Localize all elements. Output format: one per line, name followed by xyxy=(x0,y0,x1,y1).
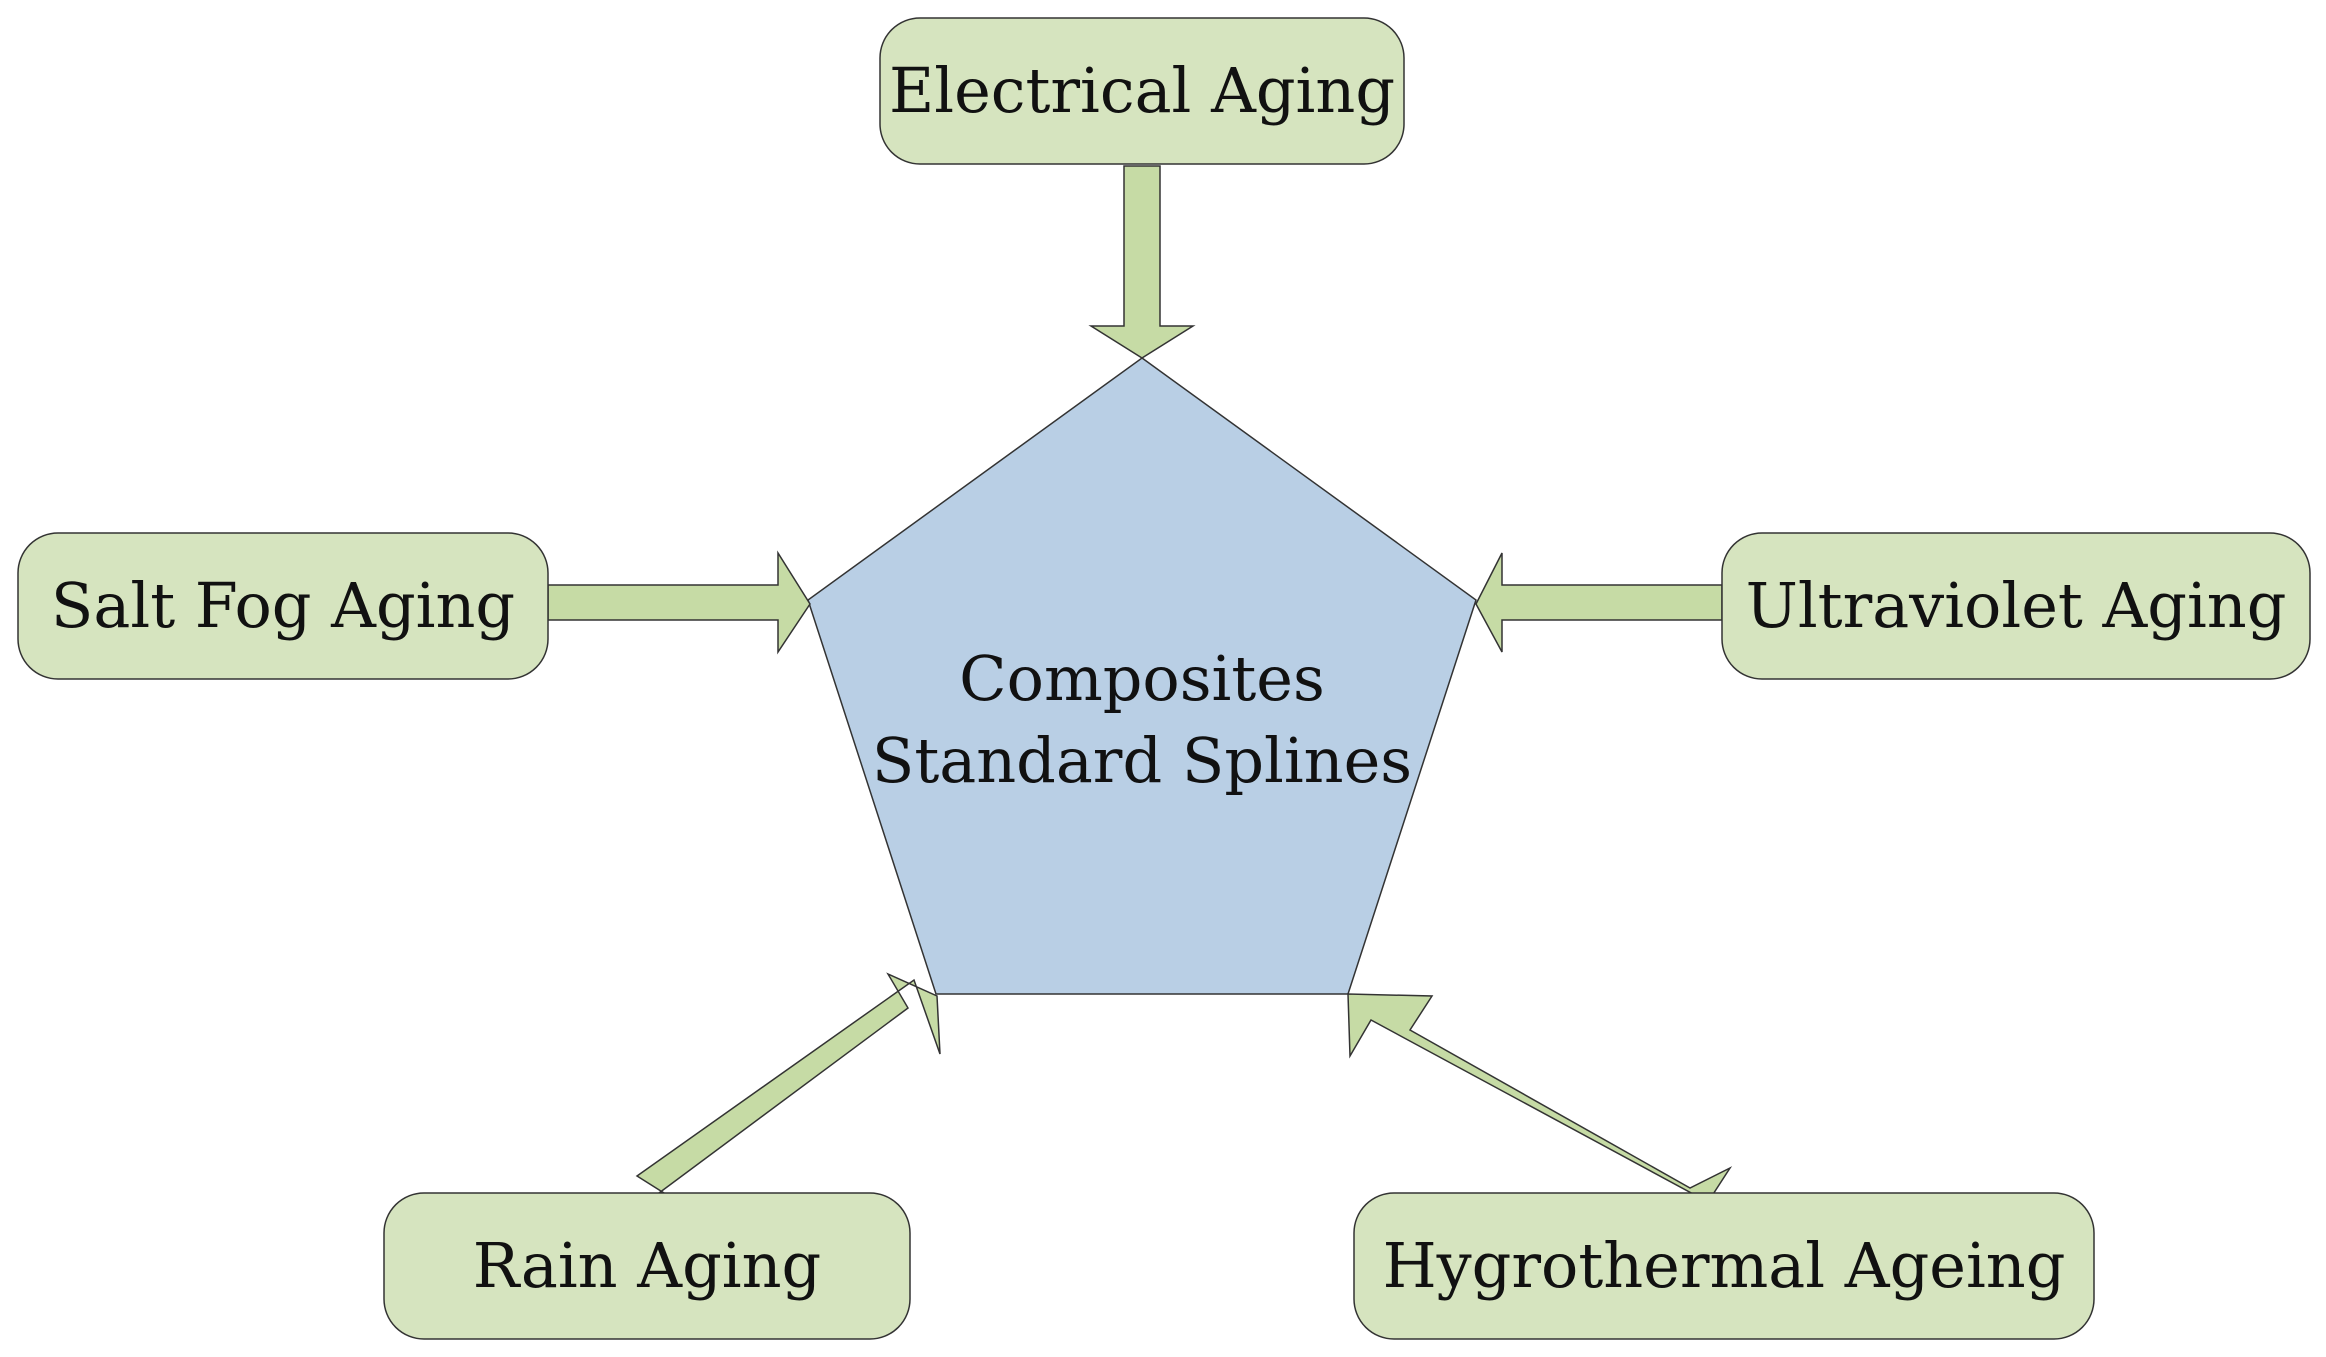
label-rain: Rain Aging xyxy=(473,1229,821,1302)
box-ultraviolet xyxy=(1721,532,2311,680)
arrows xyxy=(547,165,1733,1203)
node-hygrothermal: Hygrothermal Ageing xyxy=(1353,1192,2095,1340)
node-salt-fog: Salt Fog Aging xyxy=(17,532,549,680)
center-pentagon xyxy=(807,357,1477,995)
arrow-ultraviolet xyxy=(1475,552,1723,653)
node-ultraviolet: Ultraviolet Aging xyxy=(1721,532,2311,680)
box-hygrothermal xyxy=(1353,1192,2095,1340)
box-rain xyxy=(383,1192,911,1340)
arrow-rain xyxy=(635,972,941,1194)
center-label-line1: Composites xyxy=(959,642,1325,715)
box-electrical xyxy=(879,17,1405,165)
label-electrical: Electrical Aging xyxy=(889,54,1395,127)
label-hygrothermal: Hygrothermal Ageing xyxy=(1383,1229,2066,1302)
node-electrical: Electrical Aging xyxy=(879,17,1405,165)
arrow-hygrothermal xyxy=(1347,993,1733,1203)
node-rain: Rain Aging xyxy=(383,1192,911,1340)
center-label-line2: Standard Splines xyxy=(872,724,1412,797)
arrow-electrical xyxy=(1088,165,1196,359)
aging-nodes: Electrical Aging Salt Fog Aging Ultravio… xyxy=(17,17,2311,1340)
box-salt-fog xyxy=(17,532,549,680)
arrow-salt-fog xyxy=(547,550,811,655)
label-salt-fog: Salt Fog Aging xyxy=(51,569,515,642)
center-node: Composites Standard Splines xyxy=(807,357,1477,995)
label-ultraviolet: Ultraviolet Aging xyxy=(1746,569,2287,642)
